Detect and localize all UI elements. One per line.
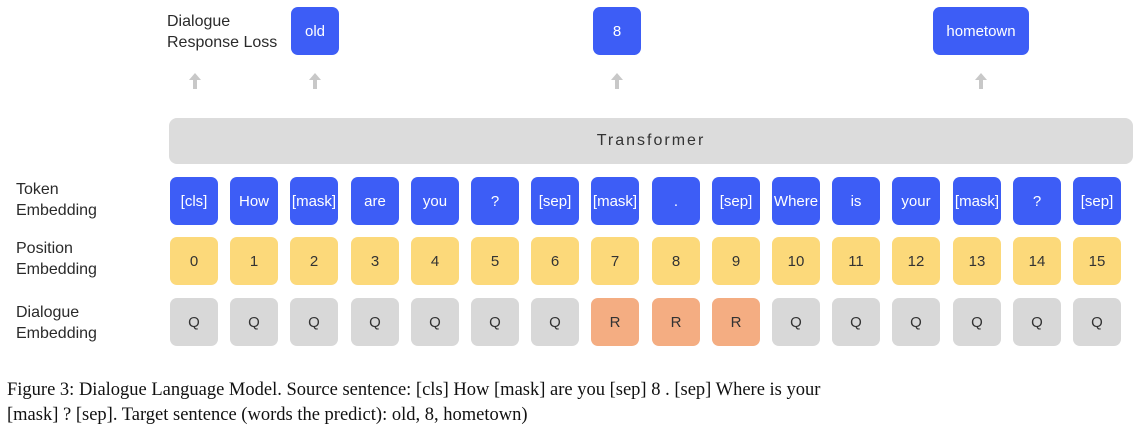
position-embedding-box: 11 bbox=[832, 237, 880, 285]
position-embedding-label-line2: Embedding bbox=[16, 261, 97, 278]
loss-label-line2: Response Loss bbox=[167, 34, 278, 51]
position-embedding-box: 4 bbox=[411, 237, 459, 285]
transformer-block: Transformer bbox=[169, 118, 1133, 164]
token-embedding-box: [sep] bbox=[712, 177, 760, 225]
dialogue-embedding-box: Q bbox=[953, 298, 1001, 346]
position-embedding-label-line1: Position bbox=[16, 240, 73, 257]
token-embedding-box: [cls] bbox=[170, 177, 218, 225]
figure-caption: Figure 3: Dialogue Language Model. Sourc… bbox=[7, 378, 1142, 428]
output-token-8: 8 bbox=[593, 7, 641, 55]
dialogue-embedding-box: Q bbox=[1013, 298, 1061, 346]
up-arrow-icon bbox=[309, 73, 321, 89]
caption-line2: [mask] ? [sep]. Target sentence (words t… bbox=[7, 405, 528, 425]
position-embedding-box: 1 bbox=[230, 237, 278, 285]
token-embedding-box: [sep] bbox=[1073, 177, 1121, 225]
dialogue-embedding-box: Q bbox=[290, 298, 338, 346]
position-embedding-box: 12 bbox=[892, 237, 940, 285]
up-arrow-icon bbox=[975, 73, 987, 89]
up-arrow-icon bbox=[189, 73, 201, 89]
token-embedding-box: your bbox=[892, 177, 940, 225]
dialogue-embedding-label: Dialogue Embedding bbox=[16, 302, 97, 344]
dialogue-embedding-box: R bbox=[652, 298, 700, 346]
position-embedding-box: 0 bbox=[170, 237, 218, 285]
output-token-old: old bbox=[291, 7, 339, 55]
position-embedding-box: 13 bbox=[953, 237, 1001, 285]
position-embedding-box: 5 bbox=[471, 237, 519, 285]
token-embedding-box: [sep] bbox=[531, 177, 579, 225]
position-embedding-box: 8 bbox=[652, 237, 700, 285]
position-embedding-box: 6 bbox=[531, 237, 579, 285]
dialogue-embedding-box: Q bbox=[832, 298, 880, 346]
loss-label-line1: Dialogue bbox=[167, 13, 231, 30]
token-embedding-box: [mask] bbox=[591, 177, 639, 225]
dialogue-embedding-box: Q bbox=[230, 298, 278, 346]
token-embedding-label: Token Embedding bbox=[16, 179, 97, 221]
position-embedding-box: 3 bbox=[351, 237, 399, 285]
dialogue-embedding-box: Q bbox=[170, 298, 218, 346]
caption-line1: Figure 3: Dialogue Language Model. Sourc… bbox=[7, 380, 821, 400]
token-embedding-box: ? bbox=[1013, 177, 1061, 225]
loss-label: Dialogue Response Loss bbox=[167, 11, 277, 53]
token-embedding-box: Where bbox=[772, 177, 820, 225]
position-embedding-box: 14 bbox=[1013, 237, 1061, 285]
position-embedding-box: 9 bbox=[712, 237, 760, 285]
dialogue-embedding-box: Q bbox=[471, 298, 519, 346]
dialogue-embedding-box: Q bbox=[772, 298, 820, 346]
dialogue-embedding-label-line2: Embedding bbox=[16, 325, 97, 342]
dialogue-embedding-label-line1: Dialogue bbox=[16, 304, 80, 321]
token-embedding-box: [mask] bbox=[290, 177, 338, 225]
position-embedding-box: 7 bbox=[591, 237, 639, 285]
token-embedding-box: . bbox=[652, 177, 700, 225]
token-embedding-box: ? bbox=[471, 177, 519, 225]
dialogue-embedding-box: Q bbox=[351, 298, 399, 346]
token-embedding-box: is bbox=[832, 177, 880, 225]
token-embedding-box: [mask] bbox=[953, 177, 1001, 225]
dialogue-embedding-box: R bbox=[712, 298, 760, 346]
dialogue-embedding-box: Q bbox=[1073, 298, 1121, 346]
token-embedding-label-line1: Token bbox=[16, 181, 59, 198]
dialogue-embedding-box: Q bbox=[892, 298, 940, 346]
token-embedding-label-line2: Embedding bbox=[16, 202, 97, 219]
dialogue-embedding-box: R bbox=[591, 298, 639, 346]
up-arrow-icon bbox=[611, 73, 623, 89]
position-embedding-box: 10 bbox=[772, 237, 820, 285]
position-embedding-box: 2 bbox=[290, 237, 338, 285]
token-embedding-box: are bbox=[351, 177, 399, 225]
dialogue-embedding-box: Q bbox=[411, 298, 459, 346]
position-embedding-box: 15 bbox=[1073, 237, 1121, 285]
token-embedding-box: you bbox=[411, 177, 459, 225]
token-embedding-box: How bbox=[230, 177, 278, 225]
dialogue-embedding-box: Q bbox=[531, 298, 579, 346]
position-embedding-label: Position Embedding bbox=[16, 238, 97, 280]
output-token-hometown: hometown bbox=[933, 7, 1029, 55]
